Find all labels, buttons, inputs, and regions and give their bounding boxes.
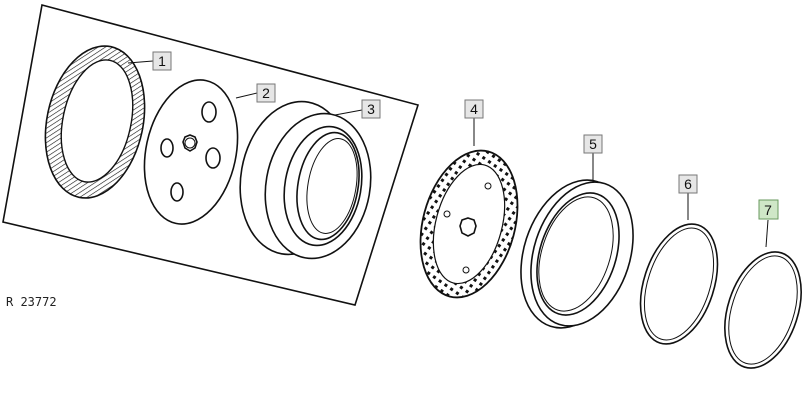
assembly-frame: [2, 4, 420, 306]
callout-label: 4: [470, 101, 478, 117]
part-5-pressure-ring[interactable]: [503, 166, 651, 341]
callout-3[interactable]: 3: [361, 99, 381, 119]
callout-label: 6: [684, 176, 692, 192]
callout-1[interactable]: 1: [152, 51, 172, 71]
callout-6[interactable]: 6: [678, 174, 698, 194]
callout-box: [583, 134, 603, 154]
part-4-friction-plate[interactable]: [405, 140, 533, 309]
callout-box: [361, 99, 381, 119]
callout-label: 2: [262, 85, 270, 101]
drawing-reference-code: R 23772: [6, 295, 57, 309]
callout-4[interactable]: 4: [464, 99, 484, 119]
callout-box: [678, 174, 698, 194]
part-2-separator-plate[interactable]: [132, 71, 250, 233]
callout-box: [256, 83, 276, 103]
callout-label: 7: [764, 202, 772, 218]
part-6-seal-ring[interactable]: [627, 214, 732, 354]
leader-lines: [127, 60, 769, 248]
part-7-seal-ring[interactable]: [711, 242, 806, 378]
part-3-piston-housing[interactable]: [228, 93, 381, 267]
callout-label: 3: [367, 101, 375, 117]
callout-2[interactable]: 2: [256, 83, 276, 103]
callout-label: 1: [158, 53, 166, 69]
callout-5[interactable]: 5: [583, 134, 603, 154]
callout-box-highlighted: [758, 199, 779, 220]
callout-box: [464, 99, 484, 119]
callout-label: 5: [589, 136, 597, 152]
callout-7[interactable]: 7: [758, 199, 779, 220]
part-1-friction-disk[interactable]: [32, 37, 158, 208]
callout-box: [152, 51, 172, 71]
